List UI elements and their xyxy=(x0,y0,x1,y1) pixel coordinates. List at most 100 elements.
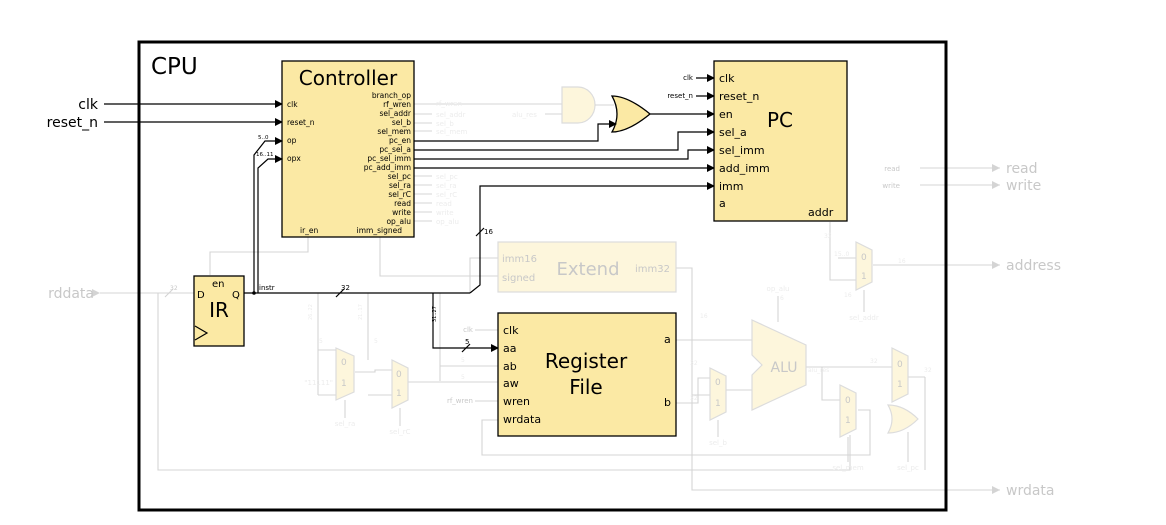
ctrl-out-sel-addr: sel_addr xyxy=(379,109,411,118)
w-op-alu: 6 xyxy=(780,295,784,302)
ir-port-d: D xyxy=(197,290,205,301)
and-gate xyxy=(561,86,596,124)
or-gate xyxy=(610,95,652,133)
ctrl-out-pc-en: pc_en xyxy=(389,136,411,145)
faded-sel-mem: sel_mem xyxy=(436,128,468,136)
bit-range-2: 21..17 xyxy=(358,304,364,320)
faded-wiring xyxy=(92,103,1000,494)
rf-port-clk: clk xyxy=(503,324,519,337)
extend-block xyxy=(497,241,677,293)
pc-side-reset-label: reset_n xyxy=(667,92,693,100)
pc-port-en: en xyxy=(719,108,733,121)
ctrl-out-pc-sel-a: pc_sel_a xyxy=(379,145,411,154)
bit-range-1: 26..22 xyxy=(308,304,314,320)
faded-sel-rc: sel_rC xyxy=(436,191,457,199)
ext-wrdata-label: wrdata xyxy=(1006,483,1055,499)
mux1-in0: 0 xyxy=(341,358,347,368)
mux-sel-ra: sel_ra xyxy=(335,420,356,428)
ctrl-out-sel-rc: sel_rC xyxy=(388,190,411,199)
controller-title: Controller xyxy=(299,66,398,90)
faded-rf-wren: rf_wren xyxy=(436,100,462,108)
w-imm32: 16 xyxy=(700,313,708,320)
pc-addr-range: 15..0 xyxy=(834,251,849,258)
mux-sel-addr: sel_addr xyxy=(849,314,879,322)
w-pc-addr: 32 xyxy=(824,233,832,240)
faded-sel-b: sel_b xyxy=(436,120,454,128)
rf-port-aw: aw xyxy=(503,377,519,390)
faded-sel-pc: sel_pc xyxy=(436,173,458,181)
ir-port-en: en xyxy=(212,279,225,290)
pc-port-add-imm: add_imm xyxy=(719,162,770,175)
pc-port-a: a xyxy=(719,197,726,210)
cpu-label: CPU xyxy=(151,54,198,80)
extend-port-signed: signed xyxy=(502,273,535,284)
faded-muxes xyxy=(335,241,909,438)
or-gate-faded xyxy=(886,404,919,434)
ir-port-q: Q xyxy=(232,290,240,301)
controller-in-opx: opx xyxy=(287,154,301,163)
alu-block xyxy=(751,319,807,411)
pc-port-sel-imm: sel_imm xyxy=(719,144,765,157)
faded-read: read xyxy=(436,200,452,208)
ctrl-out-sel-pc: sel_pc xyxy=(388,172,411,181)
pc-sel-imm-wire xyxy=(414,149,714,160)
mux4-in0: 0 xyxy=(861,253,867,263)
imm-bus-width: 16 xyxy=(484,228,493,236)
ctrl-out-sel-ra: sel_ra xyxy=(389,181,411,190)
mux3-in1: 1 xyxy=(715,399,721,409)
register-file-block xyxy=(497,312,677,437)
instr-label: instr xyxy=(259,284,275,292)
pc-port-reset-n: reset_n xyxy=(719,90,759,103)
mux-sel-mem: sel_mem xyxy=(832,464,864,472)
extend-port-imm16: imm16 xyxy=(502,254,537,265)
faded-op-alu: op_alu xyxy=(436,218,459,226)
mux-sel-rc: sel_rC xyxy=(389,428,410,436)
out-write-small: write xyxy=(882,182,900,190)
op-range-label: 5..0 xyxy=(258,135,269,141)
imm-to-pc-wire xyxy=(469,185,714,294)
w-alu-res: 32 xyxy=(870,358,878,365)
rf-port-a: a xyxy=(664,333,671,346)
ir-title: IR xyxy=(209,298,229,322)
w-address: 16 xyxy=(898,258,906,265)
alu-res-label: alu_res xyxy=(808,367,829,374)
faded-sel-ra: sel_ra xyxy=(436,182,457,190)
cpu-boundary xyxy=(137,40,948,512)
mux6-in1: 1 xyxy=(897,380,903,390)
ctrl-out-write: write xyxy=(392,208,411,217)
ext-rddata-label: rddata xyxy=(48,286,94,302)
rf-port-wren: wren xyxy=(503,395,530,408)
ctrl-out-imm-signed: imm_signed xyxy=(357,226,403,235)
ext-write-label: write xyxy=(1006,178,1041,194)
out-read-small: read xyxy=(884,165,900,173)
ir-block xyxy=(193,275,245,347)
pc-port-addr: addr xyxy=(808,206,834,219)
controller-in-reset-n: reset_n xyxy=(287,118,315,127)
pc-side-clk-label: clk xyxy=(683,74,694,82)
w-ab: 5 xyxy=(374,338,378,345)
ext-read-label: read xyxy=(1006,161,1038,177)
w-aw1: 5 xyxy=(461,357,465,364)
ctrl-out-branch-op: branch_op xyxy=(372,91,411,100)
pc-port-sel-a: sel_a xyxy=(719,126,747,139)
register-file-title-1: Register xyxy=(545,349,628,373)
rddata-width: 32 xyxy=(170,285,178,292)
rf-port-ab: ab xyxy=(503,360,517,373)
faded-write: write xyxy=(436,209,454,217)
mux-sel-pc: sel_pc xyxy=(897,464,919,472)
mux3-in0: 0 xyxy=(715,378,721,388)
ctrl-out-op-alu: op_alu xyxy=(386,217,411,226)
pc-port-imm: imm xyxy=(719,180,744,193)
op-wire xyxy=(253,140,282,293)
ctrl-out-rf-wren: rf_wren xyxy=(383,100,411,109)
ctrl-out-sel-mem: sel_mem xyxy=(377,127,411,136)
pc-sel-a-wire xyxy=(414,131,714,151)
controller-in-ir-en: ir_en xyxy=(300,226,319,235)
mux2-in1: 1 xyxy=(396,389,402,399)
rf-side-clk: clk xyxy=(463,326,474,334)
opx-range-label: 16..11 xyxy=(256,152,274,158)
ctrl-out-pc-add-imm: pc_add_imm xyxy=(364,163,411,172)
w-ra: 32 xyxy=(690,360,698,367)
controller-in-op: op xyxy=(287,136,297,145)
